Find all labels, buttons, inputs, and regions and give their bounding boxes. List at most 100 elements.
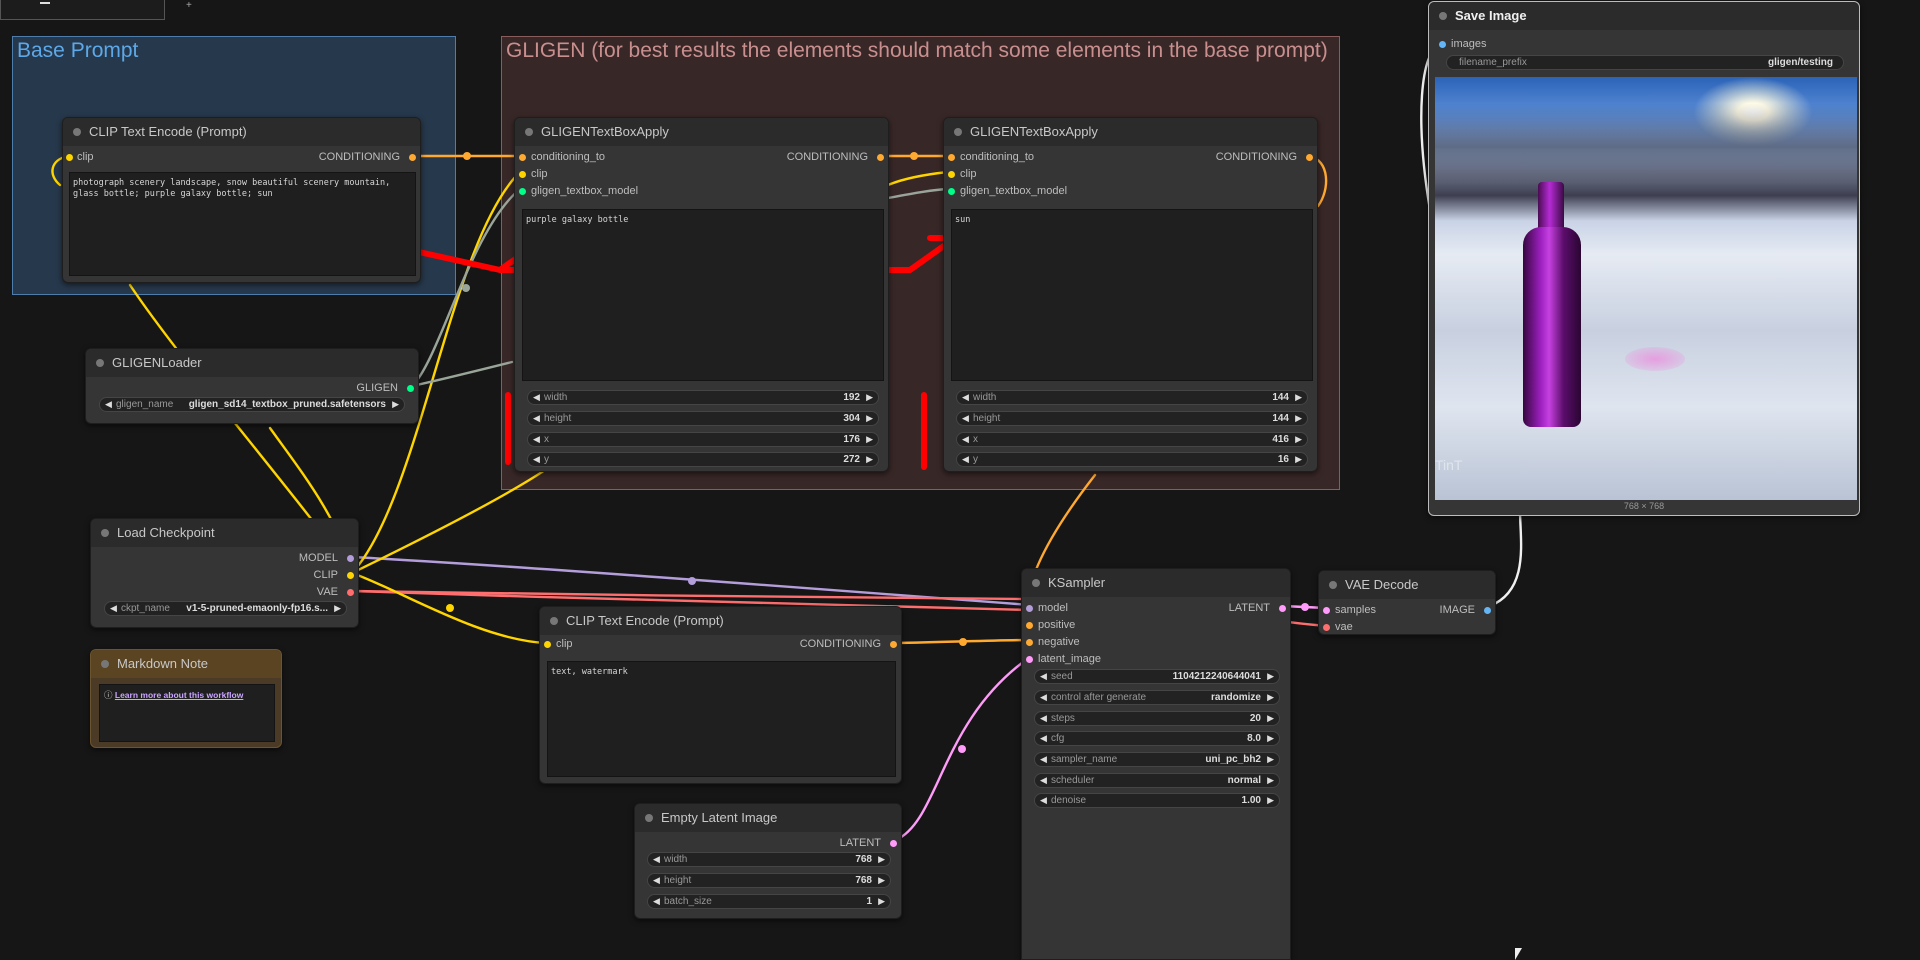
increment-icon[interactable]: ▶ bbox=[866, 392, 873, 402]
collapse-dot[interactable] bbox=[101, 529, 109, 537]
output-model-dot[interactable] bbox=[347, 555, 354, 562]
node-header[interactable] bbox=[540, 607, 901, 635]
width-stepper[interactable]: ◀ width 192 ▶ bbox=[527, 390, 879, 405]
x-stepper[interactable]: ◀ x 176 ▶ bbox=[527, 432, 879, 447]
collapse-dot[interactable] bbox=[96, 359, 104, 367]
arrow-left-icon[interactable]: ◀ bbox=[1040, 775, 1047, 785]
input-clip-dot[interactable] bbox=[948, 171, 955, 178]
decrement-icon[interactable]: ◀ bbox=[962, 413, 969, 423]
increment-icon[interactable]: ▶ bbox=[1295, 454, 1302, 464]
decrement-icon[interactable]: ◀ bbox=[653, 875, 660, 885]
increment-icon[interactable]: ▶ bbox=[878, 875, 885, 885]
arrow-right-icon[interactable]: ▶ bbox=[1267, 775, 1274, 785]
node-header[interactable] bbox=[944, 118, 1317, 146]
node-gligen-textbox-apply-1[interactable]: GLIGENTextBoxApply conditioning_to clip … bbox=[514, 117, 889, 472]
increment-icon[interactable]: ▶ bbox=[1267, 671, 1274, 681]
output-latent-dot[interactable] bbox=[890, 840, 897, 847]
input-conditioning-to-dot[interactable] bbox=[948, 154, 955, 161]
input-positive-dot[interactable] bbox=[1026, 622, 1033, 629]
increment-icon[interactable]: ▶ bbox=[1267, 733, 1274, 743]
gligen-name-combo[interactable]: ◀ gligen_name gligen_sd14_textbox_pruned… bbox=[99, 397, 405, 412]
filename-prefix-field[interactable]: filename_prefix gligen/testing bbox=[1446, 55, 1844, 70]
seed-stepper[interactable]: ◀ seed 1104212240644041 ▶ bbox=[1034, 669, 1280, 684]
node-clip-text-encode-positive[interactable]: CLIP Text Encode (Prompt) clip CONDITION… bbox=[62, 117, 421, 283]
width-stepper[interactable]: ◀ width 768 ▶ bbox=[647, 852, 891, 867]
input-clip-dot[interactable] bbox=[544, 641, 551, 648]
decrement-icon[interactable]: ◀ bbox=[1040, 713, 1047, 723]
increment-icon[interactable]: ▶ bbox=[866, 454, 873, 464]
prompt-textarea[interactable]: text, watermark bbox=[547, 661, 896, 777]
width-stepper[interactable]: ◀ width 144 ▶ bbox=[956, 390, 1308, 405]
node-clip-text-encode-negative[interactable]: CLIP Text Encode (Prompt) clip CONDITION… bbox=[539, 606, 902, 784]
node-markdown-note[interactable]: Markdown Note ⓘ Learn more about this wo… bbox=[90, 649, 282, 748]
decrement-icon[interactable]: ◀ bbox=[1040, 671, 1047, 681]
input-model-dot[interactable] bbox=[1026, 605, 1033, 612]
x-stepper[interactable]: ◀ x 416 ▶ bbox=[956, 432, 1308, 447]
input-conditioning-to-dot[interactable] bbox=[519, 154, 526, 161]
decrement-icon[interactable]: ◀ bbox=[653, 896, 660, 906]
output-conditioning-dot[interactable] bbox=[877, 154, 884, 161]
output-preview-image[interactable]: TinT bbox=[1435, 77, 1857, 500]
input-images-dot[interactable] bbox=[1439, 41, 1446, 48]
increment-icon[interactable]: ▶ bbox=[878, 896, 885, 906]
new-tab-button[interactable]: + bbox=[186, 0, 192, 11]
cfg-stepper[interactable]: ◀ cfg 8.0 ▶ bbox=[1034, 731, 1280, 746]
collapse-dot[interactable] bbox=[645, 814, 653, 822]
node-save-image[interactable]: Save Image images filename_prefix gligen… bbox=[1428, 1, 1860, 516]
decrement-icon[interactable]: ◀ bbox=[533, 392, 540, 402]
node-header[interactable] bbox=[91, 650, 281, 678]
sampler-name-combo[interactable]: ◀ sampler_name uni_pc_bh2 ▶ bbox=[1034, 752, 1280, 767]
increment-icon[interactable]: ▶ bbox=[1267, 795, 1274, 805]
increment-icon[interactable]: ▶ bbox=[866, 434, 873, 444]
collapse-dot[interactable] bbox=[73, 128, 81, 136]
collapse-dot[interactable] bbox=[954, 128, 962, 136]
input-negative-dot[interactable] bbox=[1026, 639, 1033, 646]
node-header[interactable] bbox=[86, 349, 418, 377]
node-header[interactable] bbox=[515, 118, 888, 146]
learn-more-link[interactable]: Learn more about this workflow bbox=[114, 690, 244, 700]
increment-icon[interactable]: ▶ bbox=[1295, 392, 1302, 402]
output-conditioning-dot[interactable] bbox=[890, 641, 897, 648]
collapse-dot[interactable] bbox=[1329, 581, 1337, 589]
node-header[interactable] bbox=[63, 118, 420, 146]
collapse-dot[interactable] bbox=[1439, 12, 1447, 20]
arrow-right-icon[interactable]: ▶ bbox=[392, 399, 399, 409]
increment-icon[interactable]: ▶ bbox=[1267, 713, 1274, 723]
decrement-icon[interactable]: ◀ bbox=[962, 454, 969, 464]
input-latent-image-dot[interactable] bbox=[1026, 656, 1033, 663]
textbox-prompt[interactable]: purple galaxy bottle bbox=[522, 209, 884, 381]
input-gligen-model-dot[interactable] bbox=[519, 188, 526, 195]
arrow-left-icon[interactable]: ◀ bbox=[110, 603, 117, 613]
node-header[interactable] bbox=[1429, 2, 1859, 30]
decrement-icon[interactable]: ◀ bbox=[1040, 733, 1047, 743]
output-latent-dot[interactable] bbox=[1279, 605, 1286, 612]
decrement-icon[interactable]: ◀ bbox=[962, 434, 969, 444]
arrow-right-icon[interactable]: ▶ bbox=[1267, 692, 1274, 702]
output-conditioning-dot[interactable] bbox=[409, 154, 416, 161]
y-stepper[interactable]: ◀ y 16 ▶ bbox=[956, 452, 1308, 467]
scheduler-combo[interactable]: ◀ scheduler normal ▶ bbox=[1034, 773, 1280, 788]
decrement-icon[interactable]: ◀ bbox=[1040, 795, 1047, 805]
node-header[interactable] bbox=[1319, 571, 1495, 599]
node-gligen-loader[interactable]: GLIGENLoader GLIGEN ◀ gligen_name gligen… bbox=[85, 348, 419, 424]
input-samples-dot[interactable] bbox=[1323, 607, 1330, 614]
output-vae-dot[interactable] bbox=[347, 589, 354, 596]
node-gligen-textbox-apply-2[interactable]: GLIGENTextBoxApply conditioning_to clip … bbox=[943, 117, 1318, 472]
decrement-icon[interactable]: ◀ bbox=[533, 434, 540, 444]
output-gligen-dot[interactable] bbox=[407, 385, 414, 392]
decrement-icon[interactable]: ◀ bbox=[533, 454, 540, 464]
increment-icon[interactable]: ▶ bbox=[1295, 434, 1302, 444]
decrement-icon[interactable]: ◀ bbox=[533, 413, 540, 423]
output-conditioning-dot[interactable] bbox=[1306, 154, 1313, 161]
node-empty-latent-image[interactable]: Empty Latent Image LATENT ◀ width 768 ▶ … bbox=[634, 803, 902, 919]
increment-icon[interactable]: ▶ bbox=[866, 413, 873, 423]
y-stepper[interactable]: ◀ y 272 ▶ bbox=[527, 452, 879, 467]
arrow-right-icon[interactable]: ▶ bbox=[1267, 754, 1274, 764]
collapse-dot[interactable] bbox=[101, 660, 109, 668]
node-header[interactable] bbox=[91, 519, 358, 547]
steps-stepper[interactable]: ◀ steps 20 ▶ bbox=[1034, 711, 1280, 726]
arrow-right-icon[interactable]: ▶ bbox=[334, 603, 341, 613]
height-stepper[interactable]: ◀ height 304 ▶ bbox=[527, 411, 879, 426]
input-gligen-model-dot[interactable] bbox=[948, 188, 955, 195]
top-tab[interactable] bbox=[0, 0, 165, 20]
